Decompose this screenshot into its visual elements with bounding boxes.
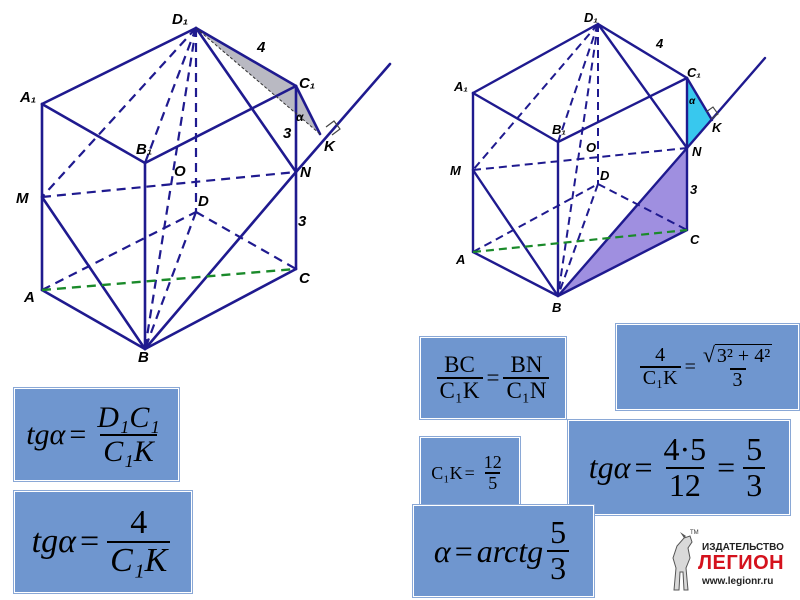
r-label-m: M (450, 163, 462, 178)
hidden-d1-b (143, 27, 198, 350)
r-seg-d1-n (596, 22, 689, 150)
publisher-logo: TM ИЗДАТЕЛЬСТВО ЛЕГИОН www.legionr.ru (668, 528, 796, 594)
r-label-d1: D₁ (584, 10, 598, 25)
r-label-alpha: α (689, 96, 696, 107)
r-hidden-d1-m (472, 23, 599, 171)
edge-label-nc: 3 (298, 213, 307, 230)
seg-d1-k-thin (195, 27, 321, 135)
r-edge-label-nc: 3 (690, 182, 698, 197)
hidden-d-c (195, 211, 297, 270)
label-alpha: α (296, 110, 304, 124)
logo-url: www.legionr.ru (702, 576, 774, 587)
hidden-d-b (143, 211, 198, 350)
r-label-c1: C₁ (687, 65, 701, 80)
r-label-b: B (552, 300, 561, 315)
trademark-mark: TM (690, 530, 699, 536)
hidden-d1-b1 (143, 27, 198, 164)
edge-a-b (40, 288, 147, 351)
label-o: O (174, 163, 186, 180)
logo-brand: ЛЕГИОН (698, 552, 785, 574)
hidden-m-n (41, 170, 297, 199)
label-k: K (324, 138, 336, 155)
seg-d1-n (194, 26, 298, 174)
edge-label-d1c1: 4 (256, 39, 266, 56)
right-cyan-triangle (687, 78, 712, 148)
r-edge-a1-d1 (471, 22, 600, 95)
right-prism-diagram: D₁ A₁ B₁ C₁ O M N D A B C K α 4 3 (450, 10, 767, 315)
label-b1: B₁ (136, 141, 152, 158)
label-m: M (16, 190, 29, 207)
label-d1: D₁ (172, 11, 188, 28)
green-a-c (41, 267, 297, 292)
r-label-a1: A₁ (453, 79, 468, 94)
r-edge-d1-c1 (596, 22, 689, 80)
r-hidden-d-b (557, 183, 599, 297)
seg-m-b (40, 195, 147, 351)
r-hidden-a-d (472, 183, 599, 253)
seg-b-n (143, 170, 298, 351)
horse-logo-icon (672, 532, 693, 591)
hidden-d1-m (41, 27, 197, 198)
edge-a1-b1 (40, 102, 147, 165)
r-green-a-c (472, 228, 688, 254)
edge-a1-d1 (40, 26, 198, 106)
label-c1: C₁ (299, 75, 315, 92)
r-seg-m-b (471, 168, 560, 298)
r-label-n: N (692, 144, 702, 159)
line-nk-ray (294, 62, 392, 174)
label-a: A (23, 289, 35, 306)
label-a1: A₁ (19, 89, 36, 106)
r-seg-b-n (556, 146, 689, 298)
r-edge-a-b (471, 250, 560, 298)
r-edge-b-c (556, 228, 689, 298)
r-hidden-d1-b1 (557, 23, 599, 143)
hidden-a-d (41, 211, 197, 291)
r-label-a: A (455, 252, 465, 267)
r-label-b1: B₁ (552, 122, 566, 137)
label-d: D (198, 193, 209, 210)
r-label-c: C (690, 232, 700, 247)
label-c: C (299, 270, 311, 287)
r-label-d: D (600, 168, 610, 183)
r-hidden-m-n (472, 147, 688, 171)
edge-d1-c1 (194, 26, 298, 88)
r-edge-b1-c1 (556, 76, 689, 144)
logo-publisher: ИЗДАТЕЛЬСТВО (702, 542, 784, 553)
r-seg-c1-k (685, 76, 714, 122)
edge-label-c1n: 3 (283, 125, 292, 142)
r-line-nk-ray (685, 56, 767, 150)
edge-b1-c1 (143, 84, 298, 165)
r-hidden-d-c (597, 183, 688, 231)
right-angle-mark-left (325, 120, 341, 136)
r-edge-label-d1c1: 4 (655, 36, 664, 51)
seg-c1-k (294, 84, 322, 136)
label-b: B (138, 349, 149, 366)
r-label-o: O (586, 140, 596, 155)
left-prism-diagram: D₁ A₁ B₁ C₁ O M N D A B C K α 4 3 3 (16, 11, 392, 366)
right-angle-mark-right (705, 106, 719, 120)
r-edge-a1-b1 (471, 91, 560, 144)
edge-b-c (143, 267, 298, 351)
r-label-k: K (712, 120, 723, 135)
label-n: N (300, 164, 312, 181)
